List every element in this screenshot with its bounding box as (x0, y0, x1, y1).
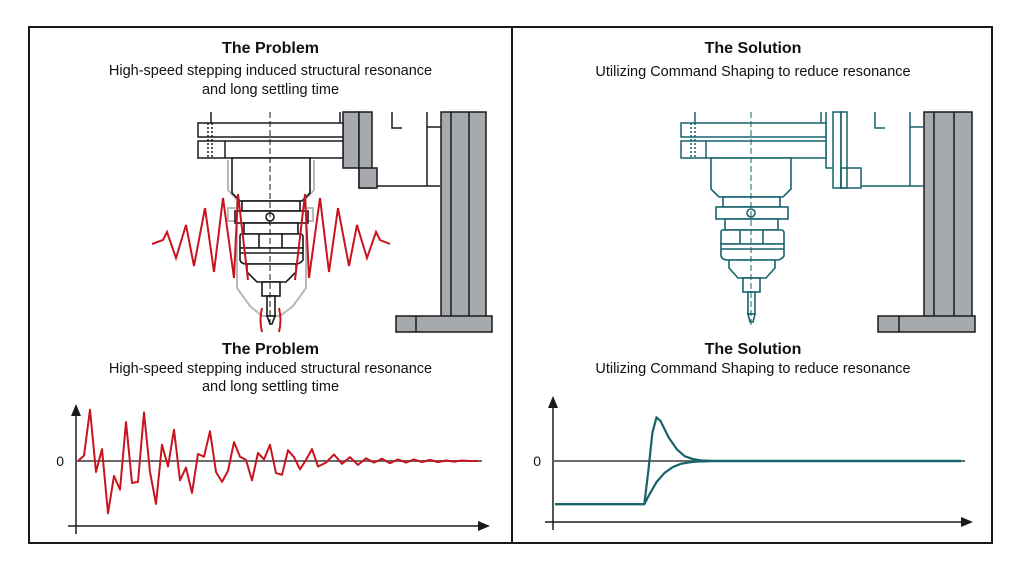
problem-bottom-title: The Problem (222, 341, 319, 358)
machine-column (342, 111, 493, 333)
tip-vibration-right (278, 307, 282, 333)
solution-bottom-subtitle: Utilizing Command Shaping to reduce reso… (595, 361, 911, 377)
machine-column (877, 111, 976, 333)
right-vibration-zigzag (294, 193, 391, 281)
carriage-outline (680, 111, 924, 189)
x-axis-arrow-icon (478, 521, 490, 531)
problem-chart: 0 (56, 404, 490, 534)
problem-panel: The Problem High-speed stepping induced … (30, 28, 511, 542)
y-tick-label: 0 (533, 453, 541, 469)
y-tick-label: 0 (56, 453, 64, 469)
tip-vibration-left (259, 307, 263, 333)
solution-chart: 0 (533, 396, 973, 530)
outer-frame (28, 26, 993, 544)
vibration-waves (151, 193, 391, 333)
x-axis-arrow-icon (961, 517, 973, 527)
solution-top-subtitle: Utilizing Command Shaping to reduce reso… (595, 64, 911, 80)
solution-spindle-illustration (680, 111, 976, 333)
left-vibration-zigzag (151, 193, 249, 281)
y-axis-arrow-icon (71, 404, 81, 416)
problem-bottom-subtitle-line1: High-speed stepping induced structural r… (108, 361, 433, 377)
panel-divider (511, 26, 513, 544)
y-axis-arrow-icon (548, 396, 558, 408)
problem-top-subtitle-line2: and long settling time (201, 82, 340, 98)
series-line-2 (555, 459, 961, 506)
solution-panel: The Solution Utilizing Command Shaping t… (513, 28, 993, 542)
problem-top-subtitle-line1: High-speed stepping induced structural r… (108, 63, 433, 79)
problem-top-title: The Problem (222, 40, 319, 57)
spindle (231, 157, 311, 325)
problem-spindle-illustration (151, 111, 493, 333)
problem-bottom-subtitle-line2: and long settling time (201, 379, 340, 395)
series-line-1 (77, 408, 478, 515)
solution-bottom-title: The Solution (704, 341, 802, 358)
solution-top-title: The Solution (704, 40, 802, 57)
